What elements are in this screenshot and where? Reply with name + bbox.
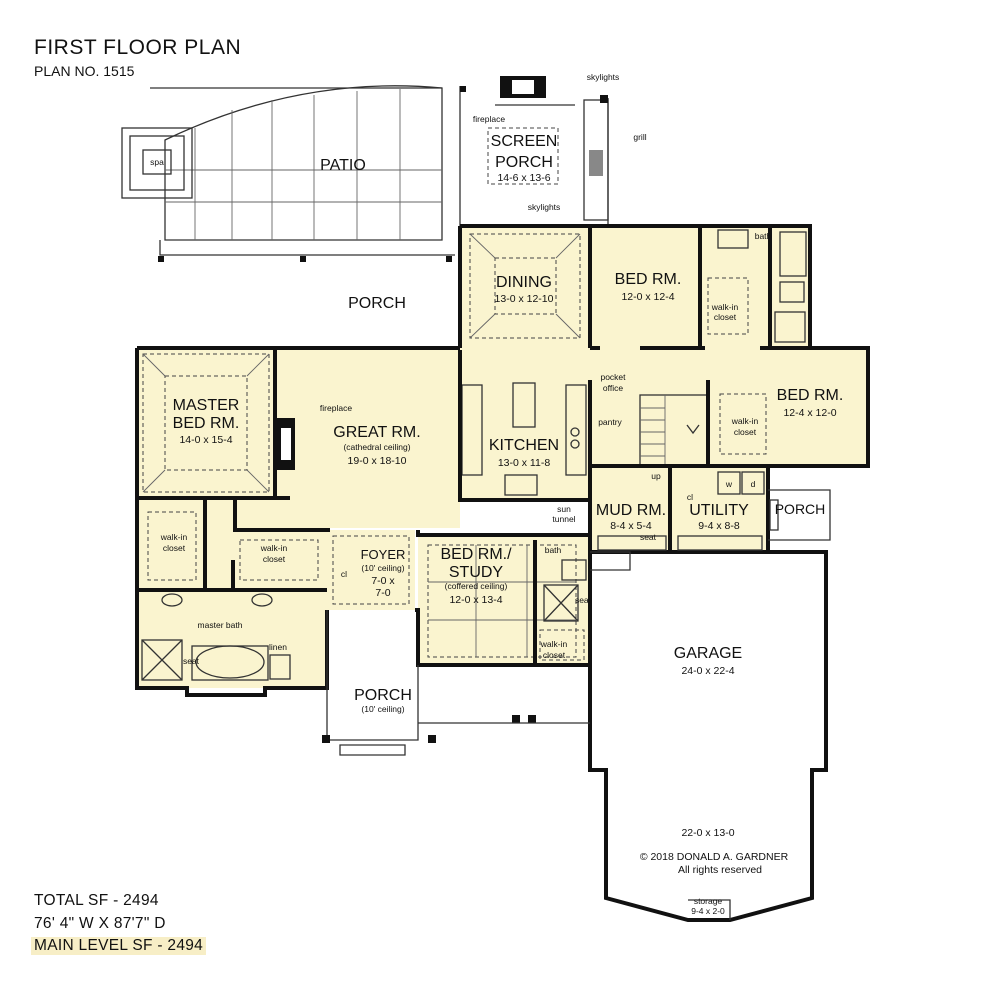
label-storage: storage: [694, 896, 723, 906]
room-fills: [137, 226, 868, 688]
label-utility-dim: 9-4 x 8-8: [698, 520, 740, 532]
label-front-porch-note: (10' ceiling): [361, 704, 404, 714]
kitchen-fixtures: [461, 382, 587, 496]
spa: [121, 127, 193, 199]
label-office: office: [603, 383, 623, 393]
label-walkin-study: walk-in: [540, 639, 568, 649]
label-side-porch: PORCH: [775, 501, 826, 517]
overall-dimensions: 76' 4" W X 87'7" D: [34, 915, 166, 932]
label-bed3-dim: 12-4 x 12-0: [783, 407, 836, 419]
bath-fixtures: [141, 229, 807, 681]
label-seat-mud: seat: [640, 532, 657, 542]
label-study-1: BED RM./: [440, 546, 512, 563]
label-master-2: BED RM.: [173, 415, 240, 432]
label-great-dim: 19-0 x 18-10: [348, 455, 407, 467]
label-patio: PATIO: [320, 157, 366, 174]
label-closet-master-1: closet: [163, 543, 186, 553]
utility-appliances: [597, 471, 765, 551]
label-screen-porch: SCREEN: [491, 133, 558, 150]
label-master-bath: master bath: [198, 620, 243, 630]
label-cl-foyer: cl: [341, 569, 347, 579]
label-utility: UTILITY: [689, 502, 749, 519]
label-foyer-note: (10' ceiling): [361, 563, 404, 573]
label-closet-top: closet: [714, 312, 737, 322]
side-porch: [768, 489, 831, 541]
label-skylights-bottom: skylights: [528, 202, 561, 212]
label-copyright: © 2018 DONALD A. GARDNER: [640, 851, 789, 863]
patio: [150, 85, 455, 256]
label-fireplace-great: fireplace: [320, 403, 352, 413]
plan-title: FIRST FLOOR PLAN: [34, 36, 242, 59]
label-study-note: (coffered ceiling): [445, 581, 508, 591]
label-kitchen-dim: 13-0 x 11-8: [498, 457, 550, 469]
label-seat-study: seat: [575, 595, 592, 605]
label-sun: sun: [557, 504, 571, 514]
label-bed3: BED RM.: [777, 387, 844, 404]
label-up: up: [651, 471, 661, 481]
label-cl-mud: cl: [687, 492, 693, 502]
label-great-note: (cathedral ceiling): [343, 442, 410, 452]
plan-number: PLAN NO. 1515: [34, 63, 135, 79]
label-walkin-bed3: walk-in: [731, 416, 759, 426]
label-seat-master: seat: [183, 656, 200, 666]
label-linen: linen: [269, 642, 287, 652]
label-screen-porch-2: PORCH: [495, 154, 553, 171]
label-foyer-dim-2: 7-0: [375, 587, 390, 599]
label-study-2: STUDY: [449, 564, 504, 581]
label-dining-dim: 13-0 x 12-10: [495, 293, 554, 305]
label-closet-study: closet: [543, 650, 566, 660]
label-master-dim: 14-0 x 15-4: [179, 434, 232, 446]
total-sf: TOTAL SF - 2494: [34, 892, 159, 909]
label-front-porch: PORCH: [354, 687, 412, 704]
label-w: w: [725, 479, 733, 489]
label-garage-dim: 24-0 x 22-4: [681, 665, 734, 677]
garage: [588, 550, 828, 922]
label-closet-bed3: closet: [734, 427, 757, 437]
label-foyer: FOYER: [361, 547, 406, 562]
label-bath-top: bath: [755, 231, 772, 241]
label-pocket: pocket: [600, 372, 626, 382]
label-dining: DINING: [496, 274, 552, 291]
label-garage: GARAGE: [674, 645, 742, 662]
label-tunnel: tunnel: [552, 514, 575, 524]
label-bed2-dim: 12-0 x 12-4: [621, 291, 674, 303]
label-kitchen: KITCHEN: [489, 437, 559, 454]
label-skylights-top: skylights: [587, 72, 620, 82]
labels: spa PATIO fireplace skylights grill SCRE…: [150, 72, 843, 916]
label-walkin-master-1: walk-in: [160, 532, 188, 542]
screen-porch: [459, 76, 609, 226]
label-great-room: GREAT RM.: [333, 424, 420, 441]
label-fireplace-top: fireplace: [473, 114, 505, 124]
label-pantry: pantry: [598, 417, 622, 427]
label-closet-master-2: closet: [263, 554, 286, 564]
front-porch: [322, 610, 590, 756]
label-d: d: [751, 479, 756, 489]
label-spa: spa: [150, 157, 164, 167]
closet-shelves: [147, 277, 767, 661]
great-room-fireplace: [275, 418, 295, 470]
label-screen-porch-dim: 14-6 x 13-6: [497, 172, 550, 184]
label-walkin-master-2: walk-in: [260, 543, 288, 553]
label-rights: All rights reserved: [678, 864, 762, 876]
label-mud-room: MUD RM.: [596, 502, 666, 519]
label-rear-porch: PORCH: [348, 295, 406, 312]
porch-posts: [158, 86, 466, 262]
label-bed2: BED RM.: [615, 271, 682, 288]
main-level-sf: MAIN LEVEL SF - 2494: [31, 937, 207, 955]
label-master-1: MASTER: [173, 397, 240, 414]
label-garage-dim-2: 22-0 x 13-0: [681, 827, 734, 839]
walls: [135, 224, 870, 697]
label-study-dim: 12-0 x 13-4: [449, 594, 502, 606]
label-bath-study: bath: [545, 545, 562, 555]
label-foyer-dim-1: 7-0 x: [371, 575, 395, 587]
label-walkin-top: walk-in: [711, 302, 739, 312]
label-grill: grill: [633, 132, 646, 142]
label-mud-dim: 8-4 x 5-4: [610, 520, 652, 532]
tray-ceilings: [142, 233, 581, 658]
label-storage-dim: 9-4 x 2-0: [691, 906, 725, 916]
